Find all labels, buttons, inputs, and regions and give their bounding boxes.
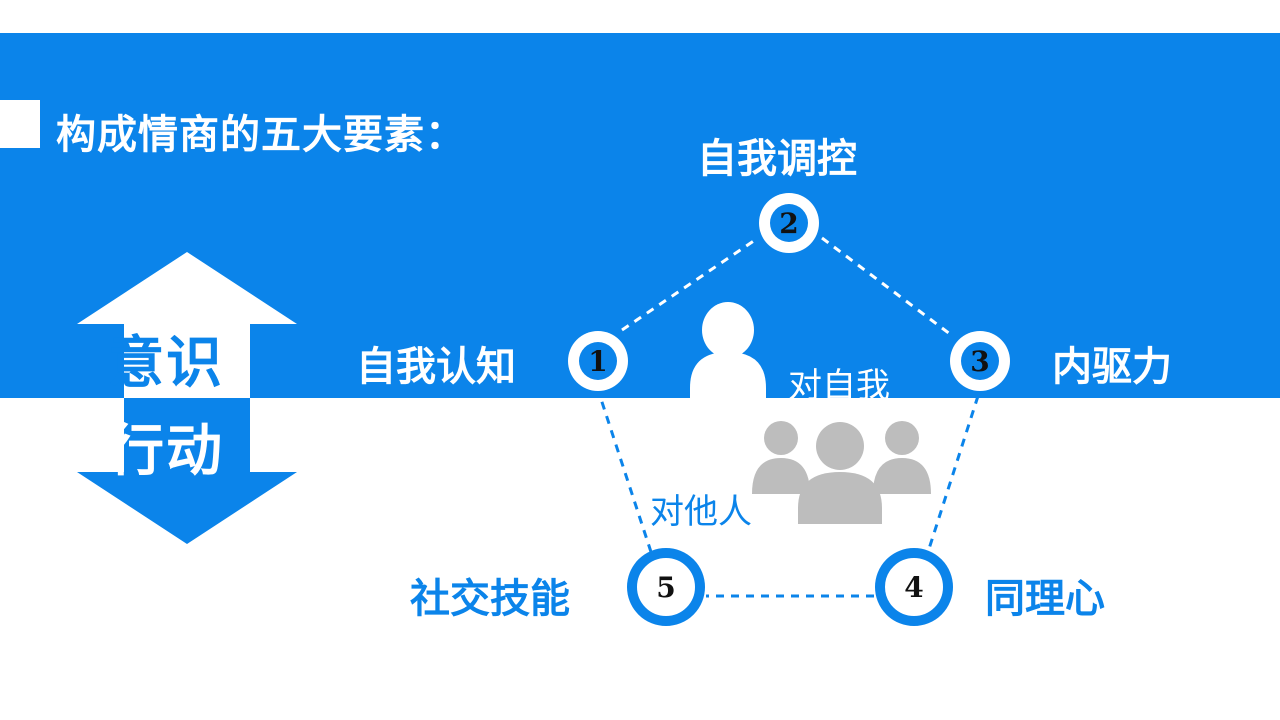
awareness-text: 意识 [108, 331, 224, 396]
node-3-circle: 3 [950, 331, 1010, 391]
connector-2-3 [821, 236, 951, 336]
action-text: 行动 [108, 419, 224, 484]
node-5-number: 5 [647, 568, 685, 606]
single-person-icon [690, 302, 766, 398]
arrow-down-part [77, 398, 297, 544]
dashed-connectors [598, 236, 980, 598]
node-3-number: 3 [961, 342, 999, 380]
double-arrow-icon [77, 252, 297, 544]
node-2-number: 2 [770, 204, 808, 242]
node-5-circle: 5 [627, 548, 705, 626]
connector-1-2 [621, 236, 759, 332]
node-1-number: 1 [579, 342, 617, 380]
self-regulation-label: 自我调控 [697, 136, 857, 182]
empathy-label: 同理心 [985, 576, 1105, 622]
motivation-label: 内驱力 [1052, 344, 1172, 390]
connector-5-1 [598, 395, 653, 553]
node-1-circle: 1 [568, 331, 628, 391]
page-title: 构成情商的五大要素： [56, 112, 466, 158]
self-group-label: 对自我 [788, 366, 890, 406]
node-4-circle: 4 [875, 548, 953, 626]
group-people-icon [752, 421, 931, 524]
node-2-circle: 2 [759, 193, 819, 253]
connector-3-4 [926, 395, 980, 553]
social-skills-label: 社交技能 [410, 576, 570, 622]
self-awareness-label: 自我认知 [356, 344, 516, 390]
node-4-number: 4 [895, 568, 933, 606]
others-group-label: 对他人 [650, 492, 752, 532]
title-marker [0, 100, 40, 148]
arrow-up-part [77, 252, 297, 398]
